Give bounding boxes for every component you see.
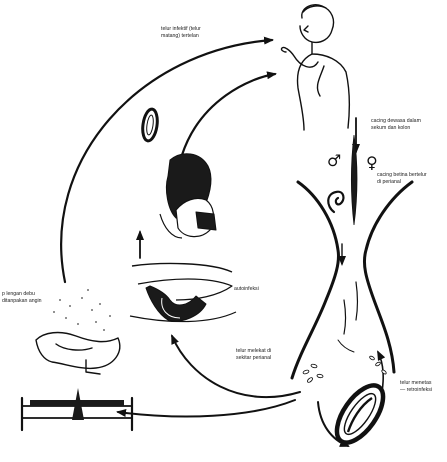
svg-text:cacing dewasa dalam: cacing dewasa dalam (371, 118, 421, 124)
label-airborne-eggs: p lengan debu ditanpakan angin (2, 291, 42, 304)
svg-text:matang) tertelan: matang) tertelan (161, 33, 199, 39)
svg-text:di perianal: di perianal (377, 179, 401, 185)
label-female-worm: cacing betina bertelur di perianal (377, 172, 427, 185)
svg-text:cacing betina bertelur: cacing betina bertelur (377, 172, 427, 178)
label-adult-worms: cacing dewasa dalam sekum dan kolon (371, 118, 421, 131)
arrow-eggs-to-bedding (118, 400, 295, 416)
svg-text:telur melekat di: telur melekat di (236, 348, 271, 354)
intestine-anus-figure (292, 182, 412, 378)
svg-text:telur menetas: telur menetas (400, 380, 432, 386)
arrow-eggs-to-hand (172, 336, 300, 397)
bed-and-sheet-figure (22, 333, 132, 430)
pinworm-egg-small (141, 108, 159, 142)
dust-particles (53, 289, 111, 331)
label-hatching-eggs: telur menetas — retroinfeksi (400, 380, 432, 393)
label-eggs-perianal: telur melekat di sekitar perianal (236, 348, 271, 361)
arrow-hand-to-mouth (182, 74, 275, 155)
svg-text:ditanpakan angin: ditanpakan angin (2, 298, 42, 304)
male-symbol: ♂ (327, 151, 341, 170)
svg-text:sekitar perianal: sekitar perianal (236, 355, 271, 361)
label-infective-eggs: telur infektif (telur matang) tertelan (161, 26, 201, 39)
svg-text:p lengan debu: p lengan debu (2, 291, 35, 297)
arrow-airborne-to-mouth (61, 40, 272, 282)
svg-text:telur infektif (telur: telur infektif (telur (161, 26, 201, 32)
svg-text:sekum dan kolon: sekum dan kolon (371, 125, 410, 131)
perianal-eggs (303, 355, 387, 383)
label-autoinfection: autoinfeksi (234, 286, 259, 292)
pinworm-male-curled (328, 192, 343, 212)
female-symbol: ♀ (366, 153, 378, 172)
pinworm-egg-large (328, 378, 392, 450)
man-swallowing-figure (281, 5, 349, 130)
child-scratching-figure (130, 154, 236, 322)
svg-text:— retroinfeksi: — retroinfeksi (400, 387, 432, 393)
